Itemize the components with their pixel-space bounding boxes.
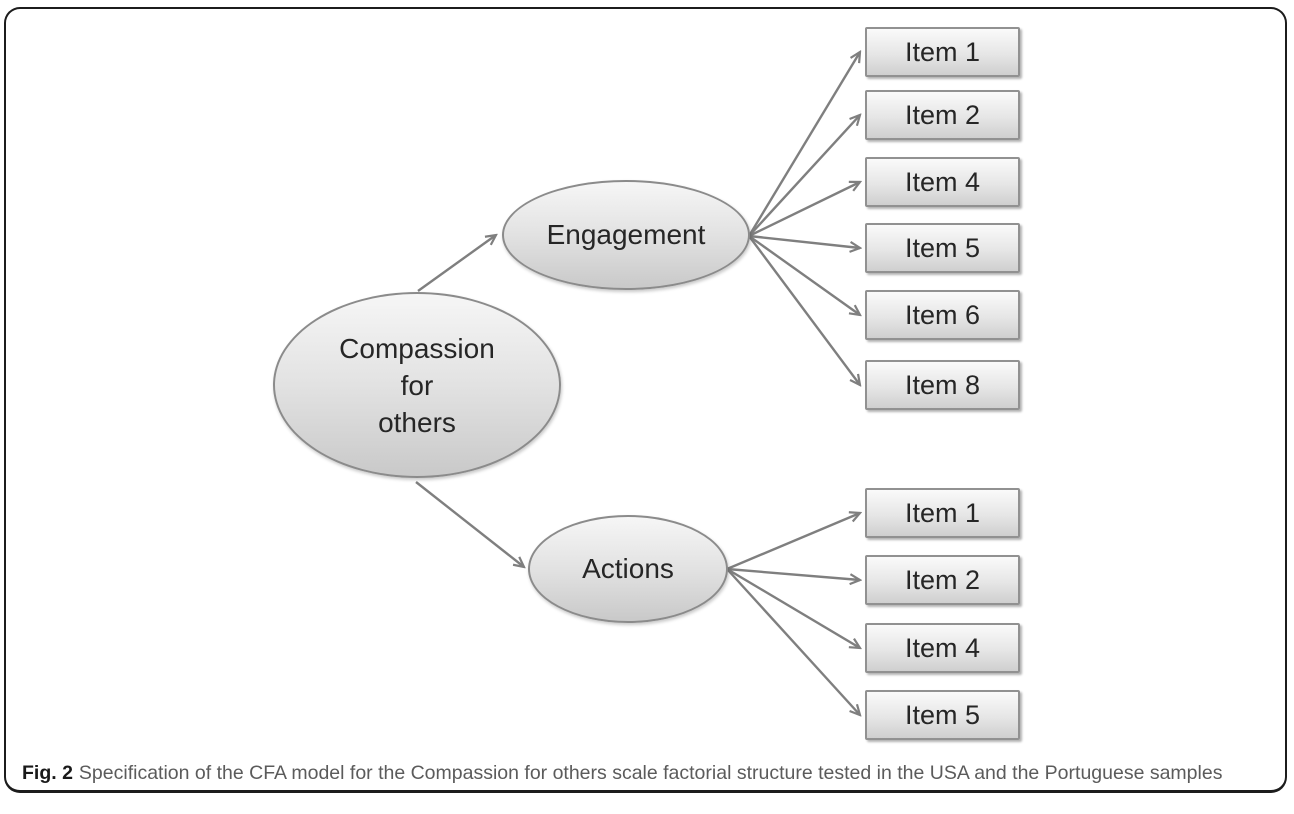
item-box-actions-2: Item 2 <box>865 555 1020 605</box>
item-box-engagement-6: Item 6 <box>865 290 1020 340</box>
caption-text: Specification of the CFA model for the C… <box>78 762 1223 784</box>
root-factor-label-line: Compassion <box>339 332 495 364</box>
item-box-actions-4: Item 4 <box>865 623 1020 673</box>
item-box-engagement-4: Item 4 <box>865 157 1020 207</box>
item-box-engagement-2: Item 2 <box>865 90 1020 140</box>
item-box-engagement-5: Item 5 <box>865 223 1020 273</box>
factor-ellipse-actions: Actions <box>528 515 728 623</box>
factor-ellipse-engagement: Engagement <box>502 180 750 290</box>
item-box-engagement-1: Item 1 <box>865 27 1020 77</box>
root-factor-ellipse: Compassion for others <box>273 292 561 478</box>
item-box-actions-1: Item 1 <box>865 488 1020 538</box>
caption-label: Fig. 2 <box>22 762 73 784</box>
root-factor-label-line: for <box>400 369 434 401</box>
figure-frame <box>4 7 1287 793</box>
root-factor-label-line: others <box>378 406 456 438</box>
item-box-engagement-8: Item 8 <box>865 360 1020 410</box>
item-box-actions-5: Item 5 <box>865 690 1020 740</box>
factor-label: Actions <box>582 553 674 584</box>
factor-label: Engagement <box>546 219 706 250</box>
